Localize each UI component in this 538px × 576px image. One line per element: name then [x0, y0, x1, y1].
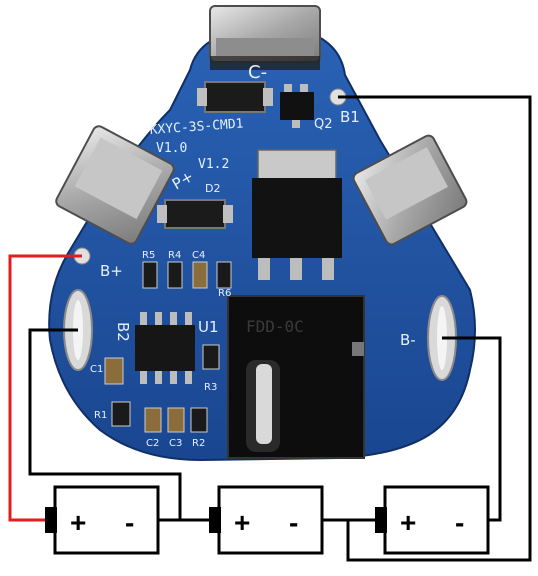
label-c1: C1 — [90, 364, 103, 375]
r1-resistor — [111, 401, 131, 427]
c1-capacitor — [104, 357, 124, 385]
label-b-minus: B- — [400, 331, 416, 349]
cell-1: + - — [45, 485, 160, 555]
u1-chip — [135, 312, 195, 384]
c2-capacitor — [144, 407, 162, 433]
label-board-model: KXYC-3S-CMD1 — [149, 116, 244, 138]
cell-1-minus: - — [125, 507, 134, 538]
cell-2-plus: + — [234, 507, 250, 538]
label-d2: D2 — [205, 182, 220, 195]
label-r2: R2 — [192, 438, 205, 449]
right-contact-tab — [352, 134, 468, 246]
smd-resistors-top — [142, 261, 232, 289]
cell-3: + - — [375, 485, 490, 555]
label-r6: R6 — [218, 288, 231, 299]
d2-diode — [164, 199, 226, 229]
wire-b-minus — [442, 336, 502, 522]
label-board-revision: V1.2 — [198, 157, 229, 172]
label-c3: C3 — [169, 438, 182, 449]
label-r4: R4 — [168, 250, 181, 261]
label-b2: B2 — [114, 322, 132, 342]
cell-1-plus: + — [70, 507, 86, 538]
r2-resistor — [190, 407, 208, 433]
r3-resistor — [202, 344, 220, 370]
label-b1: B1 — [340, 108, 360, 126]
c3-capacitor — [167, 407, 185, 433]
label-c4: C4 — [192, 250, 205, 261]
dc-socket — [227, 295, 365, 459]
label-r1: R1 — [94, 410, 107, 421]
label-r5: R5 — [142, 250, 155, 261]
wire-b-plus-red — [8, 254, 82, 522]
label-c2: C2 — [146, 438, 159, 449]
label-u1: U1 — [198, 318, 219, 336]
cell-2: + - — [209, 485, 324, 555]
top-contact-tab — [209, 5, 321, 70]
cell-2-minus: - — [289, 507, 298, 538]
label-r3: R3 — [204, 382, 217, 393]
label-board-version: V1.0 — [156, 141, 187, 156]
dc-socket-marking: FDD-0C — [246, 317, 304, 336]
label-q2: Q2 — [314, 117, 333, 132]
left-contact-tab — [55, 125, 175, 245]
wires — [8, 95, 532, 562]
label-c-minus: C- — [248, 62, 267, 83]
mosfet — [252, 149, 342, 280]
cell-3-plus: + — [400, 507, 416, 538]
top-diode — [204, 81, 266, 113]
q2-transistor — [280, 92, 314, 120]
cell-3-minus: - — [455, 507, 464, 538]
label-b-plus: B+ — [100, 262, 123, 280]
